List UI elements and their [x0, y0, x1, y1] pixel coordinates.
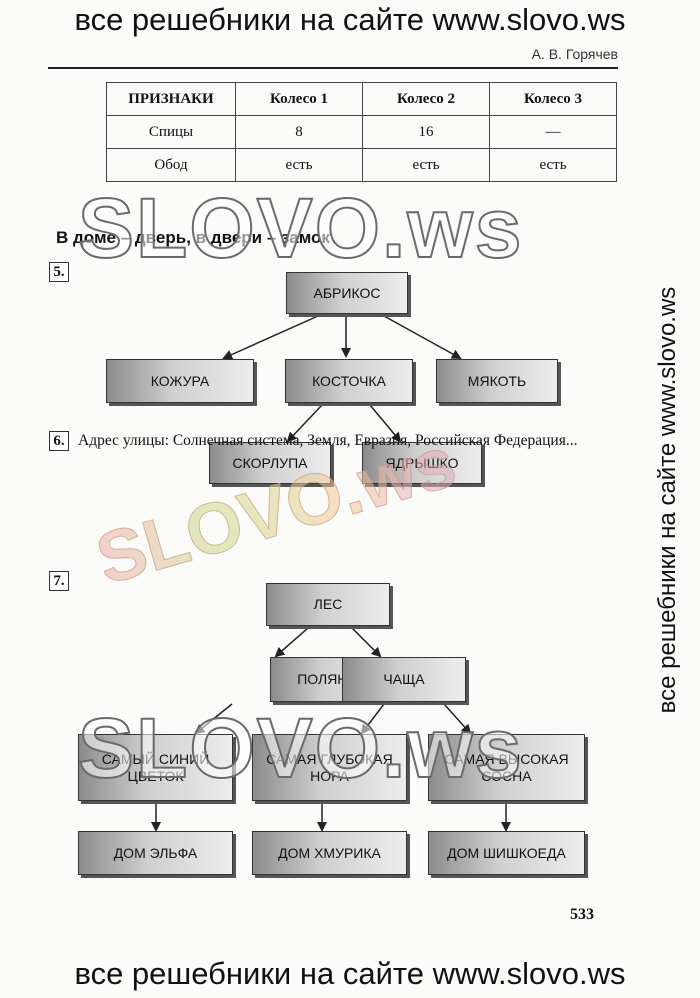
task-7-number: 7. [49, 571, 69, 591]
table-cell: есть [235, 148, 363, 182]
table-cell: 16 [362, 115, 490, 149]
task-5-number: 5. [49, 262, 69, 282]
node-bluest-flower: САМЫЙ СИНИЙ ЦВЕТОК [78, 734, 233, 801]
node-peel: КОЖУРА [106, 359, 254, 403]
table-header-row: ПРИЗНАКИ Колесо 1 Колесо 2 Колесо 3 [106, 82, 617, 116]
node-pinecone-eater-house: ДОМ ШИШКОЕДА [428, 831, 585, 875]
node-khmurik-house: ДОМ ХМУРИКА [252, 831, 407, 875]
table-header: ПРИЗНАКИ [106, 82, 236, 116]
node-apricot: АБРИКОС [286, 272, 408, 314]
node-tallest-pine: САМАЯ ВЫСОКАЯ СОСНА [428, 734, 585, 801]
task-6-text: Адрес улицы: Солнечная система, Земля, Е… [78, 432, 578, 449]
table-row: Спицы 8 16 — [106, 115, 617, 149]
table-header: Колесо 3 [489, 82, 617, 116]
node-pulp: МЯКОТЬ [436, 359, 558, 403]
node-forest: ЛЕС [266, 583, 390, 626]
task-6-number: 6. [49, 431, 69, 451]
table-cell: Обод [106, 148, 236, 182]
node-elf-house: ДОМ ЭЛЬФА [78, 831, 233, 875]
node-thicket: ЧАЩА [342, 657, 466, 702]
table-cell: Спицы [106, 115, 236, 149]
top-banner: все решебники на сайте www.slovo.ws [74, 2, 626, 37]
section-title: В доме – дверь, в двери – замок [56, 228, 330, 247]
table-cell: 8 [235, 115, 363, 149]
node-stone: КОСТОЧКА [285, 359, 413, 403]
header-rule [48, 67, 618, 69]
page-number: 533 [570, 906, 594, 923]
table-cell: — [489, 115, 617, 149]
table-cell: есть [362, 148, 490, 182]
node-deepest-burrow: САМАЯ ГЛУБОКАЯ НОРА [252, 734, 407, 801]
author: А. В. Горячев [531, 46, 618, 62]
node-kernel: ЯДРЫШКО [362, 442, 482, 484]
table-cell: есть [489, 148, 617, 182]
features-table: ПРИЗНАКИ Колесо 1 Колесо 2 Колесо 3 Спиц… [106, 82, 617, 182]
table-row: Обод есть есть есть [106, 148, 617, 182]
table-header: Колесо 1 [235, 82, 363, 116]
node-shell: СКОРЛУПА [209, 442, 331, 484]
bottom-banner: все решебники на сайте www.slovo.ws [74, 956, 626, 991]
